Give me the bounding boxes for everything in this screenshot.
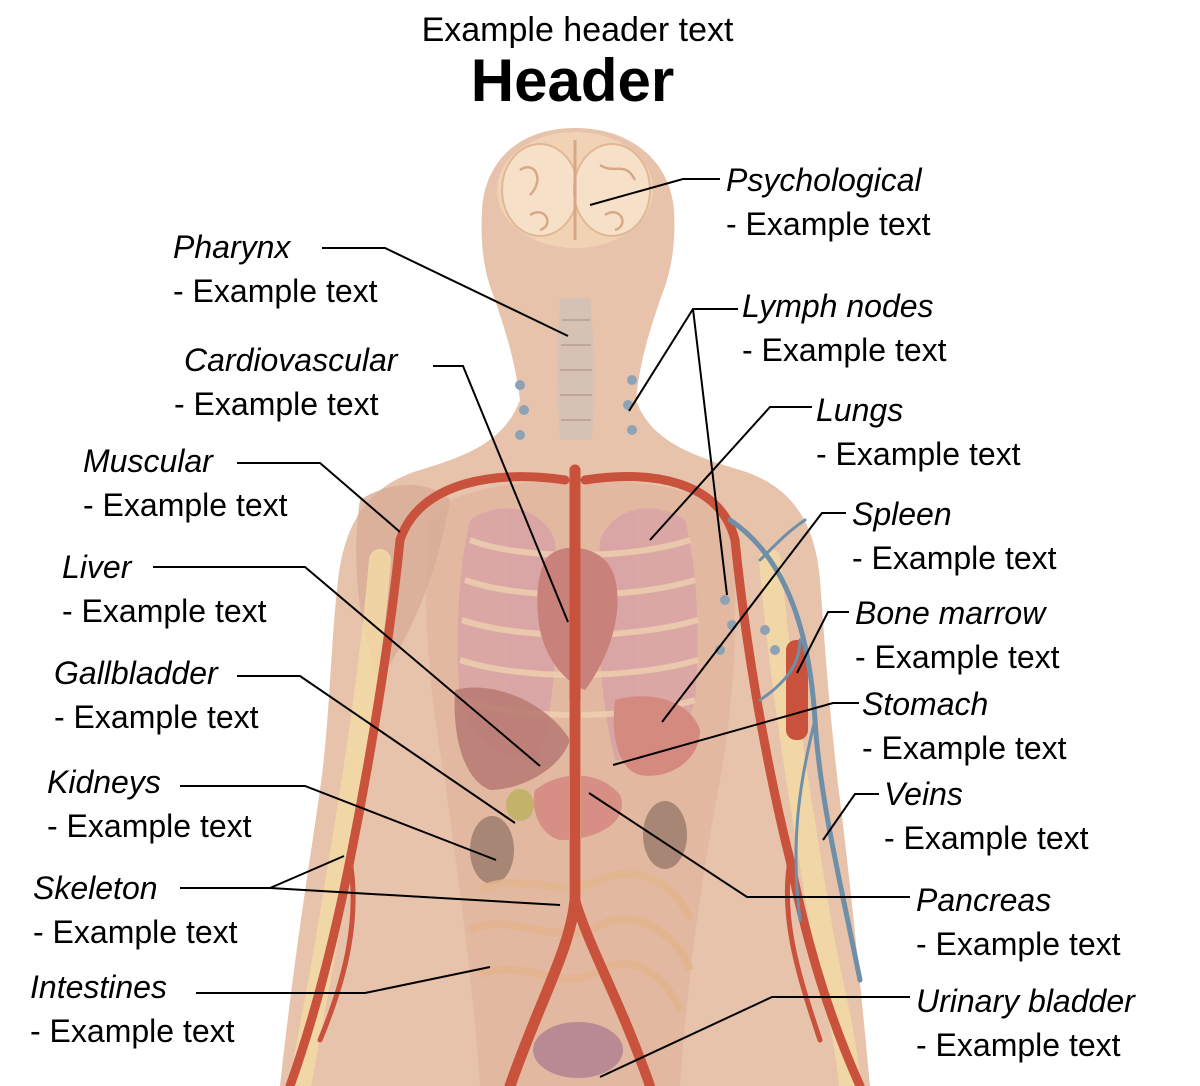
leader-kidneys xyxy=(180,785,497,861)
label-text: Example text xyxy=(742,328,947,372)
label-cardiovascular: Cardiovascular Example text xyxy=(174,338,397,426)
label-stomach: Stomach Example text xyxy=(862,682,1067,770)
label-text: Example text xyxy=(884,816,1089,860)
label-bone-marrow: Bone marrow Example text xyxy=(855,591,1060,679)
leader-psychological xyxy=(589,178,720,206)
label-kidneys: Kidneys Example text xyxy=(47,760,252,848)
leader-lymph-nodes-axilla xyxy=(692,308,728,596)
label-intestines: Intestines Example text xyxy=(30,965,235,1053)
label-name: Cardiovascular xyxy=(184,342,398,378)
label-name: Skeleton xyxy=(33,870,158,906)
label-name: Lymph nodes xyxy=(742,288,934,324)
label-name: Lungs xyxy=(816,392,904,428)
label-name: Bone marrow xyxy=(855,595,1046,631)
label-text: Example text xyxy=(47,804,252,848)
leader-bone-marrow xyxy=(796,611,849,674)
label-name: Pharynx xyxy=(173,229,291,265)
label-pancreas: Pancreas Example text xyxy=(916,878,1121,966)
leader-veins xyxy=(822,793,879,841)
label-text: Example text xyxy=(816,432,1021,476)
label-text: Example text xyxy=(174,382,397,426)
stomach xyxy=(613,696,700,776)
label-name: Intestines xyxy=(30,969,167,1005)
label-text: Example text xyxy=(916,1023,1135,1067)
label-name: Muscular xyxy=(83,443,213,479)
label-name: Liver xyxy=(62,549,132,585)
label-liver: Liver Example text xyxy=(62,545,267,633)
header-title: Header xyxy=(470,47,675,114)
label-text: Example text xyxy=(33,910,238,954)
leader-skeleton-spine xyxy=(269,887,561,906)
leader-intestines xyxy=(196,966,491,994)
kidneys xyxy=(470,801,687,884)
label-text: Example text xyxy=(62,589,267,633)
label-psychological: Psychological Example text xyxy=(726,158,931,246)
label-lungs: Lungs Example text xyxy=(816,388,1021,476)
header-subtitle: Example header text xyxy=(421,11,734,49)
brain xyxy=(497,132,653,248)
veins xyxy=(727,517,863,983)
leader-urinary-bladder xyxy=(599,996,910,1078)
leader-liver xyxy=(153,566,541,767)
leader-pancreas xyxy=(588,792,910,898)
label-text: Example text xyxy=(54,695,259,739)
urinary-bladder xyxy=(533,1022,623,1078)
label-text: Example text xyxy=(916,922,1121,966)
label-text: Example text xyxy=(726,202,931,246)
label-name: Kidneys xyxy=(47,764,161,800)
lymph-nodes-neck xyxy=(515,375,637,440)
lymph-nodes-axilla xyxy=(715,595,780,655)
label-name: Pancreas xyxy=(916,882,1052,918)
label-name: Veins xyxy=(884,776,963,812)
arteries xyxy=(285,464,865,1086)
label-name: Stomach xyxy=(862,686,989,722)
label-name: Psychological xyxy=(726,162,922,198)
liver xyxy=(454,687,570,790)
label-text: Example text xyxy=(855,635,1060,679)
leader-cardiovascular xyxy=(433,365,569,623)
label-text: Example text xyxy=(852,536,1057,580)
leader-muscular xyxy=(237,462,401,533)
label-spleen: Spleen Example text xyxy=(852,492,1057,580)
label-name: Urinary bladder xyxy=(916,983,1135,1019)
label-skeleton: Skeleton Example text xyxy=(33,866,238,954)
leader-lungs xyxy=(649,406,812,541)
gallbladder xyxy=(506,789,534,821)
leader-lines xyxy=(153,178,910,1078)
label-text: Example text xyxy=(173,269,378,313)
pharynx xyxy=(557,298,595,440)
leader-gallbladder xyxy=(237,675,516,824)
label-name: Spleen xyxy=(852,496,952,532)
label-muscular: Muscular Example text xyxy=(83,439,288,527)
label-text: Example text xyxy=(83,483,288,527)
label-text: Example text xyxy=(862,726,1067,770)
leader-stomach xyxy=(612,702,859,766)
label-urinary-bladder: Urinary bladder Example text xyxy=(916,979,1135,1067)
leader-spleen xyxy=(661,512,846,723)
label-text: Example text xyxy=(30,1009,235,1053)
label-pharynx: Pharynx Example text xyxy=(173,225,378,313)
label-veins: Veins Example text xyxy=(884,772,1089,860)
leader-pharynx xyxy=(322,247,569,337)
label-lymph-nodes: Lymph nodes Example text xyxy=(742,284,947,372)
label-name: Gallbladder xyxy=(54,655,218,691)
label-gallbladder: Gallbladder Example text xyxy=(54,651,259,739)
